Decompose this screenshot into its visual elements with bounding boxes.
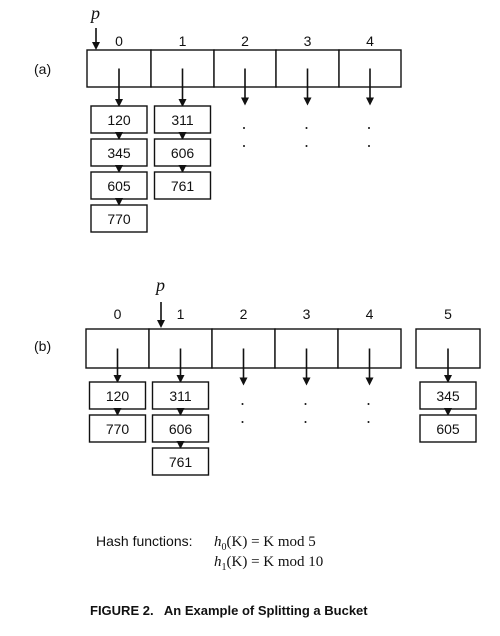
bucket-index: 2 bbox=[240, 306, 248, 322]
record-value: 770 bbox=[107, 211, 131, 227]
bucket-index: 1 bbox=[177, 306, 185, 322]
figure-caption: FIGURE 2. An Example of Splitting a Buck… bbox=[90, 603, 368, 618]
record-value: 605 bbox=[107, 178, 131, 194]
empty-chain-dot bbox=[368, 127, 370, 129]
record-value: 345 bbox=[107, 145, 131, 161]
record-value: 120 bbox=[106, 388, 130, 404]
record-value: 311 bbox=[171, 112, 194, 128]
part-label: (b) bbox=[34, 338, 51, 354]
record-box bbox=[151, 414, 210, 443]
split-pointer-label: p bbox=[154, 275, 165, 295]
empty-chain-dot bbox=[368, 145, 370, 147]
split-pointer-label: p bbox=[89, 3, 100, 23]
empty-chain-dot bbox=[367, 421, 370, 423]
record-value: 311 bbox=[169, 388, 192, 404]
bucket-index: 5 bbox=[444, 306, 452, 322]
record-box bbox=[88, 381, 147, 410]
record-value: 606 bbox=[169, 421, 193, 437]
bucket-index: 3 bbox=[303, 306, 311, 322]
hash-function-h1: h1(K) = K mod 10 bbox=[214, 554, 323, 573]
record-box bbox=[90, 138, 148, 167]
bucket-index: 0 bbox=[114, 306, 122, 322]
record-value: 605 bbox=[436, 421, 460, 437]
empty-chain-dot bbox=[304, 403, 307, 405]
record-box bbox=[153, 138, 212, 167]
record-box bbox=[151, 381, 210, 410]
bucket-index: 2 bbox=[241, 33, 249, 49]
empty-chain-dot bbox=[241, 421, 244, 423]
record-value: 761 bbox=[171, 178, 195, 194]
record-box bbox=[419, 414, 477, 443]
bucket-index: 3 bbox=[304, 33, 312, 49]
empty-chain-dot bbox=[305, 127, 308, 129]
empty-chain-dot bbox=[367, 403, 370, 405]
record-box bbox=[90, 105, 148, 134]
record-box bbox=[419, 381, 477, 410]
record-box bbox=[90, 204, 148, 233]
empty-chain-dot bbox=[305, 145, 308, 147]
record-box bbox=[153, 105, 212, 134]
empty-chain-dot bbox=[241, 403, 244, 405]
hash-functions: Hash functions: h0(K) = K mod 5 h1(K) = … bbox=[96, 533, 323, 573]
part-label: (a) bbox=[34, 61, 51, 77]
bucket-index: 4 bbox=[366, 33, 374, 49]
record-value: 120 bbox=[107, 112, 131, 128]
bucket-index: 4 bbox=[366, 306, 374, 322]
empty-chain-dot bbox=[243, 145, 245, 147]
empty-chain-dot bbox=[243, 127, 245, 129]
bucket-index: 0 bbox=[115, 33, 123, 49]
empty-chain-dot bbox=[304, 421, 307, 423]
record-value: 345 bbox=[436, 388, 460, 404]
record-value: 761 bbox=[169, 454, 193, 470]
bucket-index: 1 bbox=[179, 33, 187, 49]
hash-function-h0: h0(K) = K mod 5 bbox=[214, 534, 316, 553]
record-box bbox=[88, 414, 147, 443]
part-a: (a) p0 120 345 605 770 1 311 606 761 2 3 4 bbox=[34, 3, 402, 233]
record-value: 770 bbox=[106, 421, 130, 437]
record-value: 606 bbox=[171, 145, 195, 161]
record-box bbox=[153, 171, 212, 200]
hash-functions-label: Hash functions: bbox=[96, 533, 193, 549]
record-box bbox=[151, 447, 210, 476]
